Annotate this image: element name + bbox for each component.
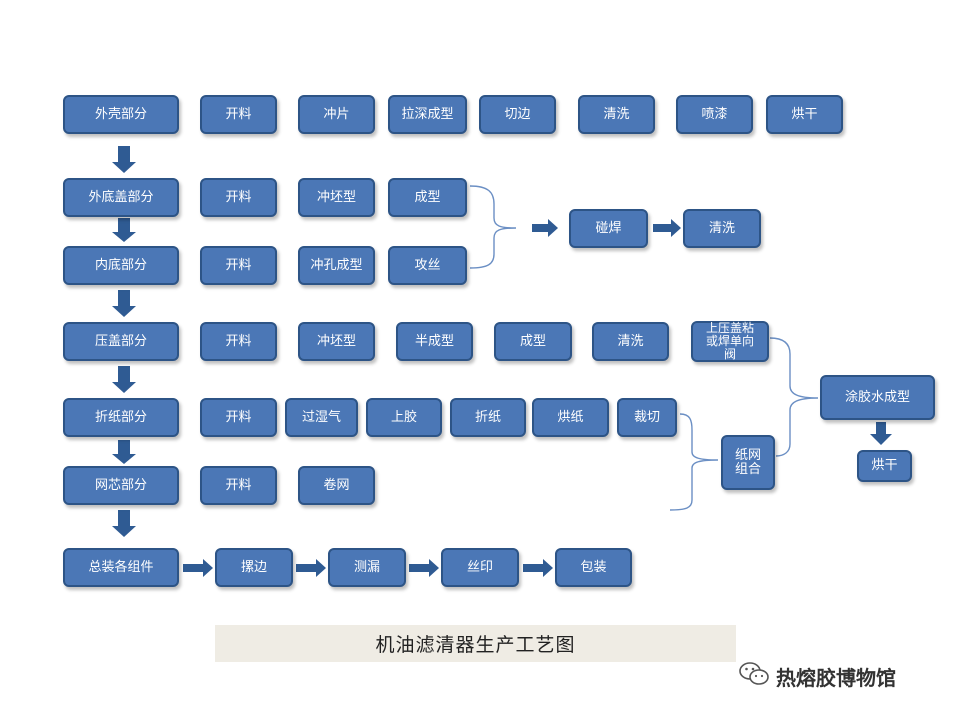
node-shell-part: 外壳部分 (63, 95, 179, 134)
arrow-down-3 (112, 290, 136, 317)
node-shell-cutting: 开料 (200, 95, 277, 134)
bracket-glue (769, 337, 819, 457)
node-mesh-core-part: 网芯部分 (63, 466, 179, 505)
node-press-cover-blank: 冲坯型 (298, 322, 375, 361)
node-shell-deep-draw: 拉深成型 (388, 95, 467, 134)
arrow-right-asm-2 (296, 559, 326, 577)
bracket-paper-mesh (669, 413, 719, 511)
node-fold-paper-cutting: 开料 (200, 398, 277, 437)
node-press-cover-part: 压盖部分 (63, 322, 179, 361)
node-shell-dry: 烘干 (766, 95, 843, 134)
node-paper-mesh-combine: 纸网组合 (721, 435, 775, 490)
node-mesh-core-roll: 卷网 (298, 466, 375, 505)
arrow-down-2 (112, 218, 136, 242)
node-assembly-print: 丝印 (441, 548, 519, 587)
node-assembly: 总装各组件 (63, 548, 179, 587)
node-inner-bottom-pierce: 冲孔成型 (298, 246, 375, 285)
node-fold-paper-humidify: 过湿气 (285, 398, 358, 437)
node-inner-bottom-part: 内底部分 (63, 246, 179, 285)
arrow-down-4 (112, 366, 136, 393)
node-outer-bottom-blank: 冲坯型 (298, 178, 375, 217)
node-shell-punch: 冲片 (298, 95, 375, 134)
arrow-down-1 (112, 146, 136, 173)
watermark: 热熔胶博物馆 (738, 660, 896, 692)
node-press-cover-cutting: 开料 (200, 322, 277, 361)
node-shell-trim: 切边 (479, 95, 556, 134)
bracket-bottom-parts (469, 185, 517, 269)
node-inner-bottom-cutting: 开料 (200, 246, 277, 285)
node-weld-clean: 清洗 (683, 209, 761, 248)
node-fold-paper-glue: 上胶 (366, 398, 442, 437)
node-assembly-seam: 摞边 (215, 548, 293, 587)
node-fold-paper-dry: 烘纸 (532, 398, 609, 437)
node-outer-bottom-part: 外底盖部分 (63, 178, 179, 217)
arrow-down-5 (112, 440, 136, 464)
node-assembly-leak-test: 测漏 (328, 548, 406, 587)
watermark-text: 热熔胶博物馆 (776, 665, 896, 690)
node-glue-form: 涂胶水成型 (820, 375, 935, 420)
node-outer-bottom-cutting: 开料 (200, 178, 277, 217)
arrow-right-clean (653, 219, 681, 237)
node-outer-bottom-form: 成型 (388, 178, 467, 217)
node-mesh-core-cutting: 开料 (200, 466, 277, 505)
node-press-cover-clean: 清洗 (592, 322, 669, 361)
arrow-down-6 (112, 510, 136, 537)
node-fold-paper-part: 折纸部分 (63, 398, 179, 437)
node-fold-paper-cut: 裁切 (617, 398, 677, 437)
wechat-icon (738, 660, 770, 692)
node-shell-paint: 喷漆 (676, 95, 753, 134)
node-weld: 碰焊 (569, 209, 648, 248)
arrow-right-weld (532, 219, 558, 237)
diagram-caption: 机油滤清器生产工艺图 (215, 625, 736, 662)
arrow-right-asm-4 (523, 559, 553, 577)
arrow-right-asm-1 (183, 559, 213, 577)
node-shell-clean: 清洗 (578, 95, 655, 134)
arrow-right-asm-3 (409, 559, 439, 577)
node-glue-dry: 烘干 (857, 450, 912, 482)
node-press-cover-valve: 上压盖粘或焊单向阀 (691, 321, 769, 362)
node-assembly-pack: 包装 (555, 548, 632, 587)
node-fold-paper-fold: 折纸 (450, 398, 526, 437)
node-press-cover-form: 成型 (494, 322, 572, 361)
node-press-cover-semi-form: 半成型 (396, 322, 473, 361)
arrow-down-glue (870, 422, 892, 445)
node-inner-bottom-tap: 攻丝 (388, 246, 467, 285)
